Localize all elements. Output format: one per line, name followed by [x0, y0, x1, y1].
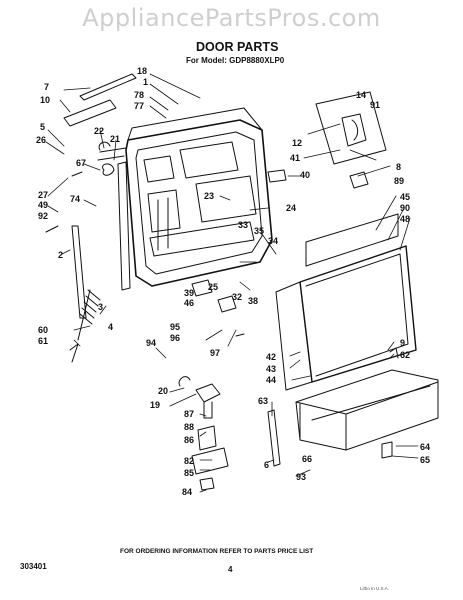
callout-84: 84 [182, 487, 192, 497]
callout-43: 43 [266, 364, 276, 374]
callout-78: 78 [134, 90, 144, 100]
small-hardware-parts [45, 141, 399, 467]
ordering-info-note: FOR ORDERING INFORMATION REFER TO PARTS … [120, 548, 314, 555]
callout-38: 38 [248, 296, 258, 306]
callout-18: 18 [137, 66, 147, 76]
callout-62: 62 [400, 350, 410, 360]
callout-61: 61 [38, 336, 48, 346]
callout-5: 5 [40, 122, 45, 132]
callout-67: 67 [76, 158, 86, 168]
callout-88: 88 [184, 422, 194, 432]
callout-8: 8 [396, 162, 401, 172]
callout-25: 25 [208, 282, 218, 292]
callout-6: 6 [264, 460, 269, 470]
callout-20: 20 [158, 386, 168, 396]
callout-33: 33 [238, 220, 248, 230]
callout-77: 77 [134, 101, 144, 111]
callout-97: 97 [210, 348, 220, 358]
callout-24: 24 [286, 203, 296, 213]
callout-7: 7 [44, 82, 49, 92]
callout-74: 74 [70, 194, 80, 204]
callout-60: 60 [38, 325, 48, 335]
silverware-basket [295, 369, 439, 451]
page-title: DOOR PARTS [196, 40, 279, 54]
model-label: For Model: GDP8880XLP0 [186, 56, 285, 65]
callout-92: 92 [38, 211, 48, 221]
callout-22: 22 [94, 126, 104, 136]
callout-21: 21 [110, 134, 120, 144]
callout-14: 14 [356, 90, 366, 100]
callout-89: 89 [394, 176, 404, 186]
callout-12: 12 [292, 138, 302, 148]
inner-door-panel [125, 107, 273, 287]
latch-assembly [178, 376, 229, 491]
callout-32: 32 [232, 292, 242, 302]
callout-44: 44 [266, 375, 276, 385]
page-number: 4 [228, 565, 233, 574]
callout-85: 85 [184, 468, 194, 478]
copyright-text: Litho In U.S.A. [360, 586, 390, 591]
callout-9: 9 [400, 338, 405, 348]
callout-90: 90 [400, 203, 410, 213]
callout-40: 40 [300, 170, 310, 180]
callout-34: 34 [268, 236, 278, 246]
callout-64: 64 [420, 442, 430, 452]
callout-46: 46 [184, 298, 194, 308]
callout-86: 86 [184, 435, 194, 445]
outer-door-panels [275, 213, 417, 391]
door-trim-strips [63, 73, 137, 291]
callout-82: 82 [184, 456, 194, 466]
callout-2: 2 [58, 250, 63, 260]
callout-23: 23 [204, 191, 214, 201]
callout-3: 3 [98, 302, 103, 312]
callout-94: 94 [146, 338, 156, 348]
callout-labels: 7 10 18 1 78 77 5 26 22 21 67 27 49 92 7… [36, 66, 430, 497]
callout-87: 87 [184, 409, 194, 419]
callout-91: 91 [370, 100, 380, 110]
callout-45: 45 [400, 192, 410, 202]
callout-49: 49 [38, 200, 48, 210]
callout-26: 26 [36, 135, 46, 145]
callout-42: 42 [266, 352, 276, 362]
callout-1: 1 [143, 77, 148, 87]
callout-93: 93 [296, 472, 306, 482]
callout-41: 41 [290, 153, 300, 163]
callout-27: 27 [38, 190, 48, 200]
callout-96: 96 [170, 333, 180, 343]
callout-39: 39 [184, 288, 194, 298]
callout-4: 4 [108, 322, 113, 332]
dispenser-assembly [267, 91, 387, 189]
callout-66: 66 [302, 454, 312, 464]
callout-35: 35 [254, 226, 264, 236]
callout-95: 95 [170, 322, 180, 332]
callout-48: 48 [400, 214, 410, 224]
callout-10: 10 [40, 95, 50, 105]
callout-63: 63 [258, 396, 268, 406]
door-springs-and-rods [69, 225, 101, 363]
callout-19: 19 [150, 400, 160, 410]
document-code: 303401 [20, 562, 47, 571]
leader-lines [45, 73, 419, 493]
watermark: AppliancePartsPros.com [82, 4, 381, 32]
callout-65: 65 [420, 455, 430, 465]
